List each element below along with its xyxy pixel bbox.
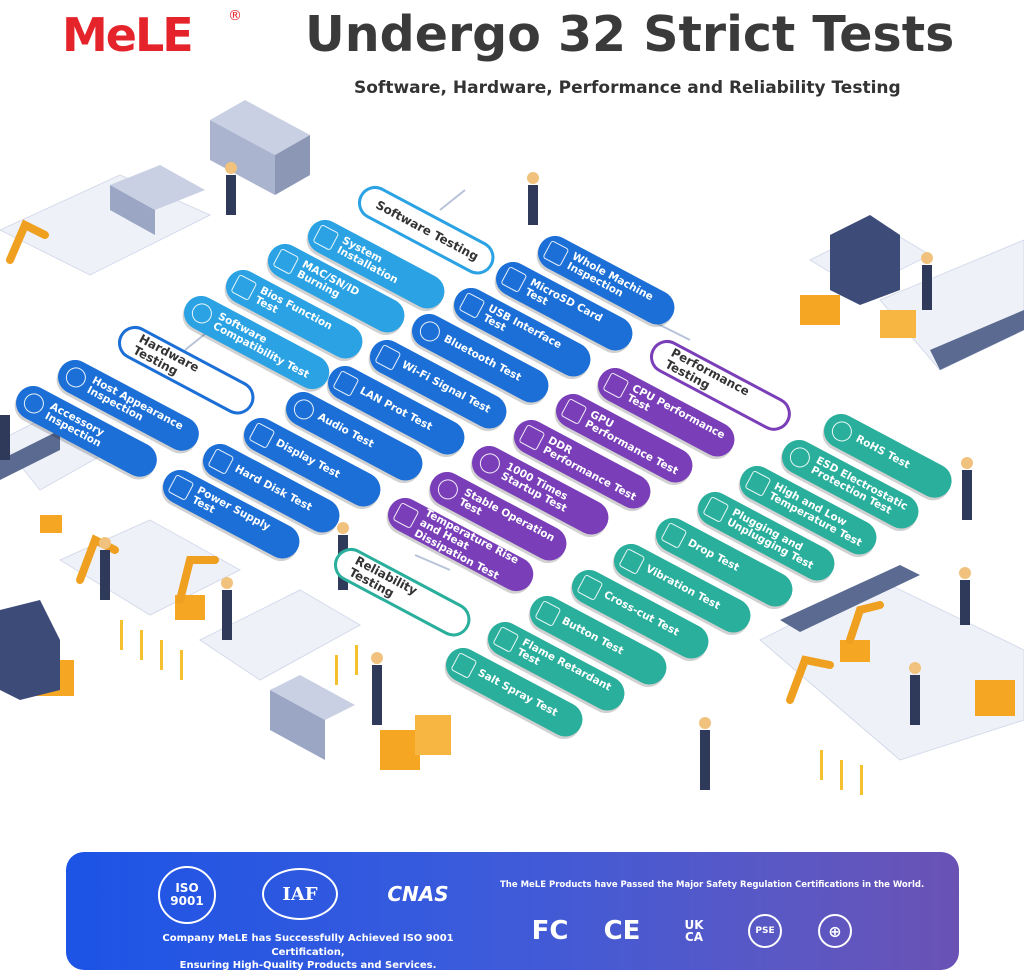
- test-label: Drop Test: [685, 537, 741, 575]
- gpu-icon: [560, 397, 588, 425]
- gear-icon: [188, 299, 216, 327]
- usb-icon: [458, 291, 486, 319]
- wifi-icon: [374, 343, 402, 371]
- drop-icon: [660, 521, 688, 549]
- bluetooth-icon: [416, 317, 444, 345]
- vibration-icon: [618, 547, 646, 575]
- test-label: Button Test: [559, 615, 626, 658]
- ce-mark-icon: CE: [603, 916, 641, 946]
- mini-pc-icon: [542, 239, 570, 267]
- windows-icon: [312, 223, 340, 251]
- gauge-icon: [434, 475, 462, 503]
- hard-disk-icon: [207, 447, 235, 475]
- network-icon: [332, 369, 360, 397]
- test-label: Audio Test: [315, 411, 376, 451]
- mele-logo: MeLE ®: [62, 8, 242, 70]
- memory-icon: [518, 423, 546, 451]
- plug-icon: [702, 495, 730, 523]
- iso-9001-seal: ISO 9001: [158, 866, 216, 924]
- thermometer-icon: [744, 469, 772, 497]
- logo-text: MeLE: [62, 8, 194, 62]
- cnas-logo: CNAS: [387, 882, 449, 906]
- worker-figures: [0, 162, 973, 790]
- test-label: RoHS Test: [853, 433, 912, 472]
- magnifier-icon: [62, 363, 90, 391]
- magnifier-icon: [20, 389, 48, 417]
- iso-note-line-1: Company MeLE has Successfully Achieved I…: [162, 933, 454, 958]
- power-button-icon: [476, 449, 504, 477]
- barcode-icon: [272, 247, 300, 275]
- control-desks: [110, 100, 355, 760]
- bios-chip-icon: [230, 273, 258, 301]
- pse-mark-icon: PSE: [748, 914, 782, 948]
- heat-icon: [392, 501, 420, 529]
- power-icon: [167, 473, 195, 501]
- cpu-icon: [602, 371, 630, 399]
- conveyor-belts: [0, 310, 1024, 632]
- iso-certification-note: Company MeLE has Successfully Achieved I…: [128, 932, 488, 970]
- forklifts: [0, 215, 900, 700]
- safety-posts: [120, 620, 863, 795]
- page-subtitle: Software, Hardware, Performance and Reli…: [354, 78, 901, 98]
- certification-banner: ISO 9001 IAF CNAS Company MeLE has Succe…: [66, 852, 959, 970]
- page-title: Undergo 32 Strict Tests: [305, 6, 955, 63]
- sd-card-icon: [500, 265, 528, 293]
- telec-mark-icon: ⊕: [818, 914, 852, 948]
- fcc-mark-icon: FC: [531, 916, 569, 946]
- monitor-icon: [248, 421, 276, 449]
- headphones-icon: [290, 395, 318, 423]
- registered-mark: ®: [228, 8, 242, 24]
- grid-icon: [576, 573, 604, 601]
- iaf-seal: IAF: [262, 868, 338, 920]
- iso-note-line-2: Ensuring High-Quality Products and Servi…: [179, 960, 437, 970]
- category-reliability-label: Reliability Testing: [346, 553, 420, 601]
- check-icon: [828, 417, 856, 445]
- tests-map: Software Testing System Installation MAC…: [10, 179, 958, 743]
- finger-press-icon: [534, 599, 562, 627]
- ukca-mark-icon: UK CA: [684, 918, 704, 944]
- flame-icon: [492, 625, 520, 653]
- spray-icon: [450, 651, 478, 679]
- factory-illustration: [0, 100, 1024, 795]
- safety-certification-note: The MeLE Products have Passed the Major …: [500, 880, 925, 890]
- shield-icon: [786, 443, 814, 471]
